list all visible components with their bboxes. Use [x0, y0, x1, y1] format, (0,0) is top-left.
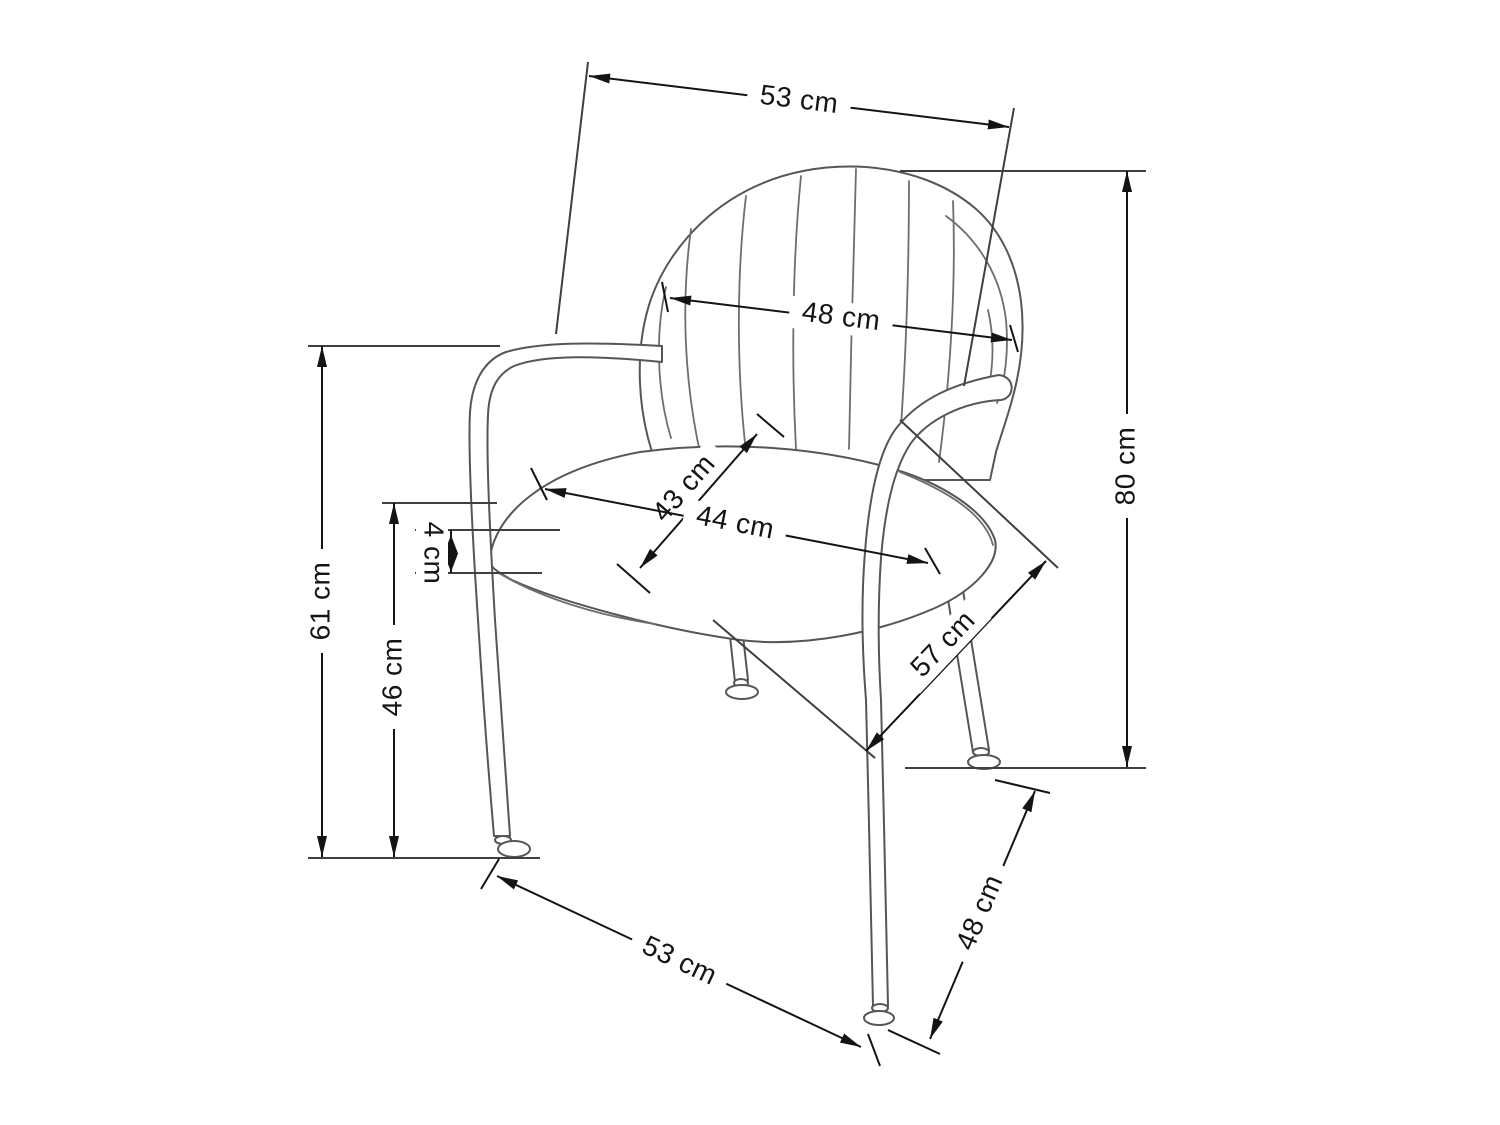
front-left-foot: [497, 840, 531, 858]
extension-line: [555, 61, 589, 335]
dimension-label-seat-height: 46 cm: [376, 638, 407, 717]
dimensions: 53 cm 48 cm 80 cm 61 cm: [304, 73, 1143, 1067]
extension-lines: [308, 61, 1146, 859]
dimension-overall-height: 80 cm: [1109, 171, 1143, 767]
extension-line: [899, 419, 1059, 569]
dimension-top-back-width: 53 cm: [588, 73, 1010, 130]
extension-line: [712, 619, 876, 759]
dimension-label-armrest-height: 61 cm: [304, 562, 335, 641]
dimension-label-overall-height: 80 cm: [1109, 427, 1140, 506]
dimension-label-front-width: 53 cm: [638, 929, 722, 991]
seat-front-rim: [496, 571, 656, 625]
chair-drawing: [468, 165, 1024, 1026]
dimension-backrest-width: 48 cm: [661, 281, 1019, 353]
dimension-front-width: 53 cm: [480, 858, 881, 1067]
dimension-seat-height: 46 cm: [376, 503, 410, 857]
dimension-side-depth: 48 cm: [887, 779, 1051, 1055]
dimension-label-seat-edge-thickness: 4 cm: [419, 522, 450, 585]
front-right-foot: [863, 1010, 895, 1026]
dimension-label-side-depth: 48 cm: [949, 870, 1008, 955]
dimension-armrest-height: 61 cm: [304, 346, 338, 857]
seat-rolled-edge: [899, 471, 994, 546]
rear-left-foot: [725, 684, 759, 700]
dimension-seat-edge-thickness: 4 cm: [416, 513, 458, 593]
rear-right-foot: [967, 754, 1001, 770]
